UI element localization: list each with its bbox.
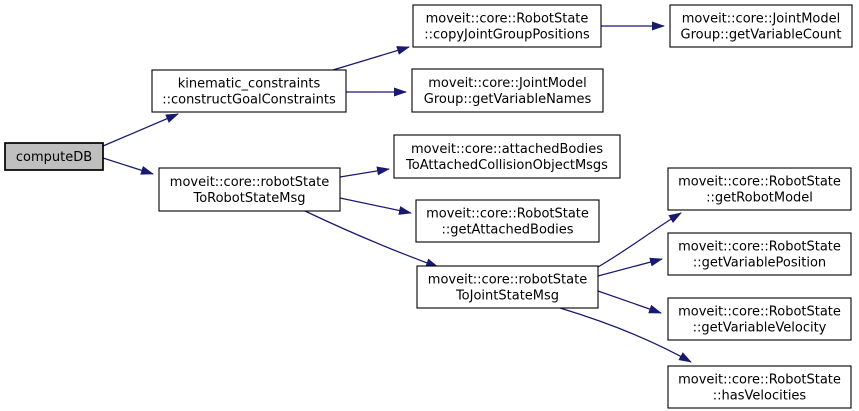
edge-robotStateToRobotStateMsg--robotStateToJointStateMsg — [304, 210, 439, 268]
node-box — [151, 69, 347, 113]
edge-robotStateToRobotStateMsg--attachedBodiesToAttachedCollisionObjectMsgs — [339, 166, 390, 178]
node-box — [667, 167, 852, 211]
edge-robotStateToJointStateMsg--getRobotModel — [597, 212, 682, 268]
edge-computeDB--robotStateToRobotStateMsg — [102, 157, 154, 175]
node-box — [158, 167, 341, 212]
node-label: moveit::core::RobotState::getRobotModel — [678, 175, 841, 206]
node-box — [415, 199, 600, 243]
node-hasVelocities[interactable]: moveit::core::RobotState::hasVelocities — [667, 365, 852, 409]
node-label: moveit::core::RobotState::hasVelocities — [678, 373, 841, 404]
node-getVariablePosition[interactable]: moveit::core::RobotState::getVariablePos… — [667, 232, 852, 276]
node-label: moveit::core::RobotState::getVariablePos… — [678, 240, 841, 271]
node-box — [667, 232, 852, 276]
node-getRobotModel[interactable]: moveit::core::RobotState::getRobotModel — [667, 167, 852, 211]
node-box — [411, 68, 604, 113]
node-label: computeDB — [16, 150, 92, 165]
node-label: moveit::core::RobotState::getVariableVel… — [678, 305, 841, 336]
nodes-layer: computeDB kinematic_constraints::construc… — [4, 4, 853, 409]
node-label: moveit::core::RobotState::getAttachedBod… — [426, 207, 589, 238]
edge-robotStateToJointStateMsg--getVariableVelocity — [597, 290, 662, 314]
edge-robotStateToJointStateMsg--getVariablePosition — [597, 257, 663, 277]
edge-computeDB--constructGoalConstraints — [102, 113, 179, 147]
node-box — [416, 265, 599, 309]
node-label: kinematic_constraints::constructGoalCons… — [162, 77, 336, 108]
edge-robotStateToJointStateMsg--hasVelocities — [559, 307, 692, 363]
edge-robotStateToRobotStateMsg--getAttachedBodies — [339, 197, 412, 215]
node-box — [4, 142, 104, 171]
node-box — [669, 4, 853, 48]
node-box — [667, 297, 852, 341]
node-getVariableVelocity[interactable]: moveit::core::RobotState::getVariableVel… — [667, 297, 852, 341]
node-box — [412, 4, 602, 48]
node-box — [667, 365, 852, 409]
edge-constructGoalConstraints--copyJointGroupPositions — [332, 46, 410, 71]
node-computeDB: computeDB — [4, 142, 104, 171]
node-constructGoalConstraints[interactable]: kinematic_constraints::constructGoalCons… — [151, 69, 347, 113]
node-getAttachedBodies[interactable]: moveit::core::RobotState::getAttachedBod… — [415, 199, 600, 243]
node-box — [393, 134, 621, 179]
edges-layer — [102, 21, 692, 363]
node-copyJointGroupPositions[interactable]: moveit::core::RobotState::copyJointGroup… — [412, 4, 602, 48]
node-label: moveit::core::RobotState::copyJointGroup… — [424, 12, 590, 43]
